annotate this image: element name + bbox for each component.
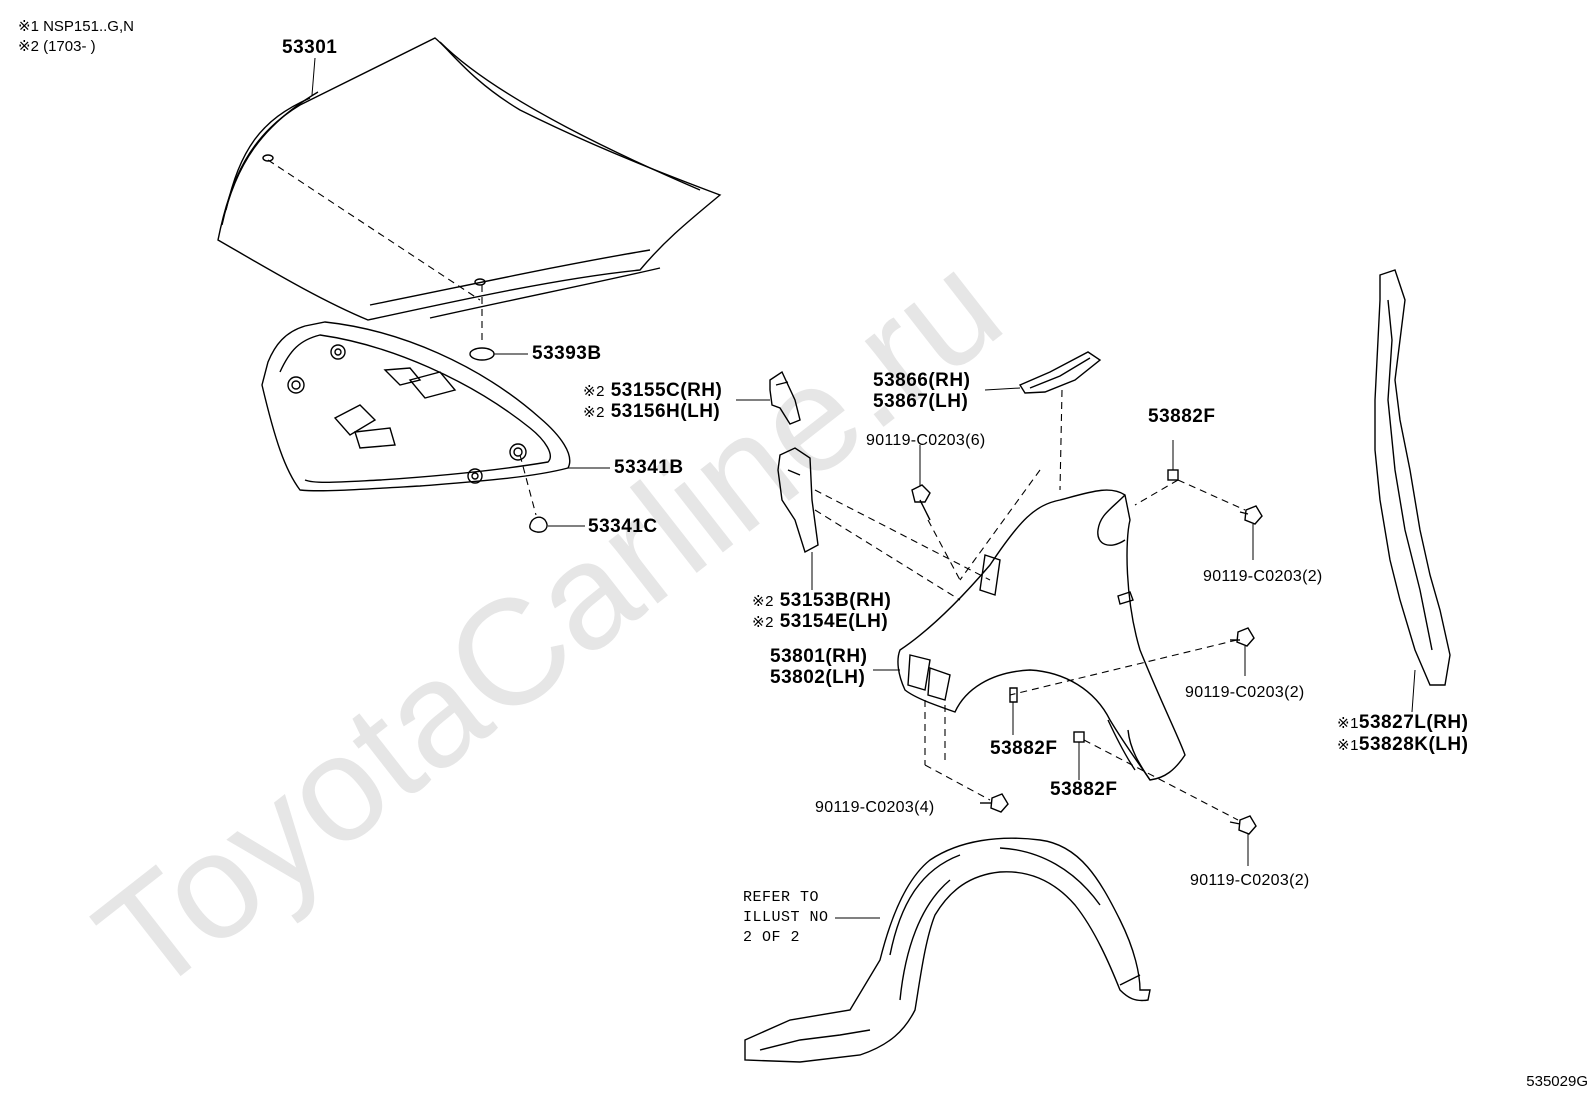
label-insulator-clip[interactable]: 53341C: [588, 516, 658, 537]
hood-side-seal[interactable]: [769, 370, 801, 425]
label-side-seal-lh[interactable]: ※2 53154E(LH): [752, 611, 889, 632]
refer-note-line-1: REFER TO: [743, 889, 820, 906]
label-fender-rh[interactable]: 53801(RH): [770, 646, 868, 667]
fender-liner[interactable]: [744, 837, 1151, 1063]
label-nut-top[interactable]: 53882F: [1148, 406, 1216, 427]
bolt-front[interactable]: [980, 793, 1009, 813]
label-side-seal-rh[interactable]: ※2 53153B(RH): [752, 590, 892, 611]
hood-panel[interactable]: [217, 37, 722, 321]
nut-top[interactable]: [1167, 469, 1179, 481]
fender-side-seal[interactable]: [777, 447, 819, 554]
label-bolt-right-mid[interactable]: 90119-C0203(2): [1185, 684, 1305, 701]
label-nut-lower[interactable]: 53882F: [1050, 779, 1118, 800]
label-hinge-cover-rh[interactable]: 53866(RH): [873, 370, 971, 391]
label-hood-insulator[interactable]: 53341B: [614, 457, 684, 478]
label-hood[interactable]: 53301: [282, 37, 338, 58]
hinge-cover[interactable]: [1018, 351, 1102, 394]
bolt-right-mid[interactable]: [1230, 627, 1255, 647]
label-fender-seal-rh[interactable]: ※153827L(RH): [1337, 712, 1469, 733]
label-seal-rh[interactable]: ※2 53155C(RH): [583, 380, 723, 401]
note-2: ※2 (1703- ): [18, 38, 96, 55]
nut-mid[interactable]: [1009, 687, 1018, 703]
refer-note-line-3: 2 OF 2: [743, 929, 801, 946]
hood-insulator[interactable]: [261, 321, 571, 492]
bolt-top[interactable]: [911, 484, 931, 521]
nut-lower[interactable]: [1073, 731, 1085, 743]
diagram-code: 535029G: [1526, 1073, 1588, 1090]
label-nut-mid[interactable]: 53882F: [990, 738, 1058, 759]
note-1: ※1 NSP151..G,N: [18, 18, 134, 35]
refer-note-line-2: ILLUST NO: [743, 909, 829, 926]
label-hood-cushion[interactable]: 53393B: [532, 343, 602, 364]
label-fender-seal-lh[interactable]: ※153828K(LH): [1337, 734, 1469, 755]
bolt-bottom[interactable]: [1229, 815, 1257, 835]
insulator-clip[interactable]: [529, 516, 548, 533]
fender-seal[interactable]: [1374, 269, 1451, 686]
label-bolt-right-upper[interactable]: 90119-C0203(2): [1203, 568, 1323, 585]
label-bolt-top[interactable]: 90119-C0203(6): [866, 432, 986, 449]
hood-cushion[interactable]: [469, 347, 495, 361]
label-bolt-front[interactable]: 90119-C0203(4): [815, 799, 935, 816]
label-seal-lh[interactable]: ※2 53156H(LH): [583, 401, 721, 422]
label-fender-lh[interactable]: 53802(LH): [770, 667, 866, 688]
bolt-right-upper[interactable]: [1239, 505, 1263, 525]
label-hinge-cover-lh[interactable]: 53867(LH): [873, 391, 969, 412]
label-bolt-bottom[interactable]: 90119-C0203(2): [1190, 872, 1310, 889]
front-fender[interactable]: [897, 489, 1186, 781]
